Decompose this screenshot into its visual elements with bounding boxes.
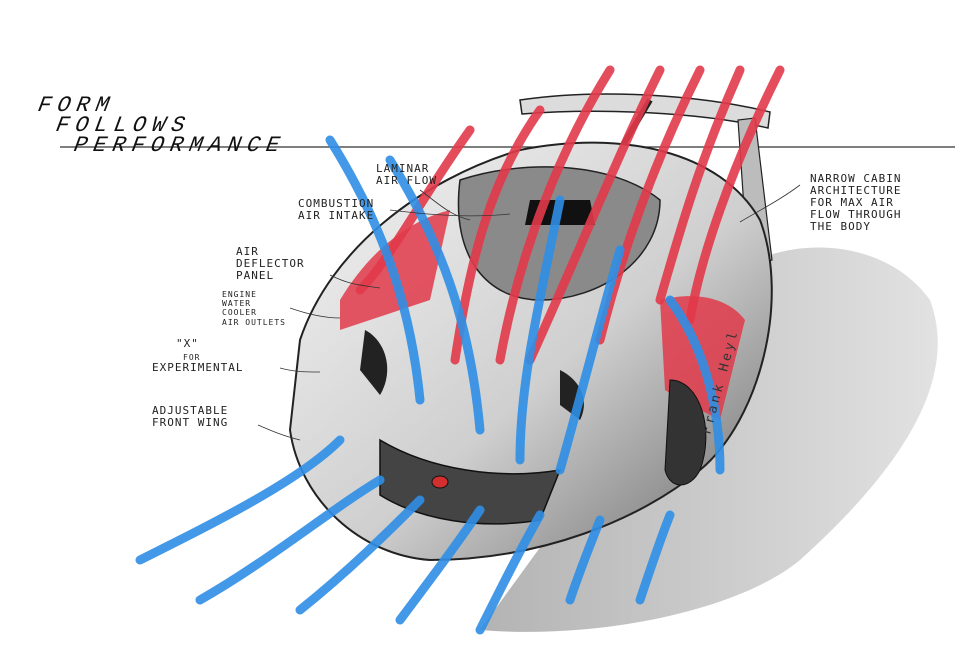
leader-engine [289,307,341,319]
note-narrow-cabin-architecture: Narrow Cabin Architecture For Max Air Fl… [810,172,902,233]
shadow-highlight [790,225,900,248]
note-experimental: Experimental [152,361,244,374]
blue-flow-line [385,155,485,435]
blue-flow-line [635,510,675,605]
red-flow-line [355,125,475,295]
red-flow-line [525,65,665,365]
blue-flow-line [515,195,565,465]
note-air-deflector-panel: Air Deflector panel [236,245,305,282]
blue-flow-line [325,135,425,405]
annotation-leaders [257,184,801,441]
red-flow-line [685,65,785,325]
note-x-mark: "X" [176,337,199,350]
leader-deflector [329,274,381,289]
leader-laminar [419,189,471,221]
blue-airflow-lines [135,135,725,635]
headlight-left [360,330,388,395]
front-badge [431,475,449,489]
blue-flow-line [195,475,385,605]
leader-experimental [279,367,321,373]
note-air-outlets: Air Outlets [222,318,286,327]
note-x-for: For [183,353,201,362]
blue-flow-line [395,505,485,625]
blue-flow-line [555,245,625,475]
note-engine-water-cooler: Engine Water Cooler [222,290,257,317]
front-grille [379,438,562,525]
blue-flow-line [135,435,345,565]
leader-narrow [739,184,801,223]
note-combustion-air-intake: Combustion Air Intake [298,197,375,222]
blue-flow-line [475,510,545,635]
leader-combustion [389,209,511,217]
note-laminar-air-flow: Laminar Air Flow [376,162,437,187]
red-flow-line [655,65,745,305]
red-flow-line [495,65,615,365]
front-wheel [664,379,707,486]
note-adjustable-front-wing: Adjustable Front Wing [152,404,229,429]
blue-flow-line [665,295,725,475]
headline: Form Follows Performance [36,93,288,158]
leader-adjustable [257,424,301,441]
blue-flow-line [565,515,605,605]
headline-line-3: Performance [71,133,288,158]
blue-flow-line [295,495,425,615]
